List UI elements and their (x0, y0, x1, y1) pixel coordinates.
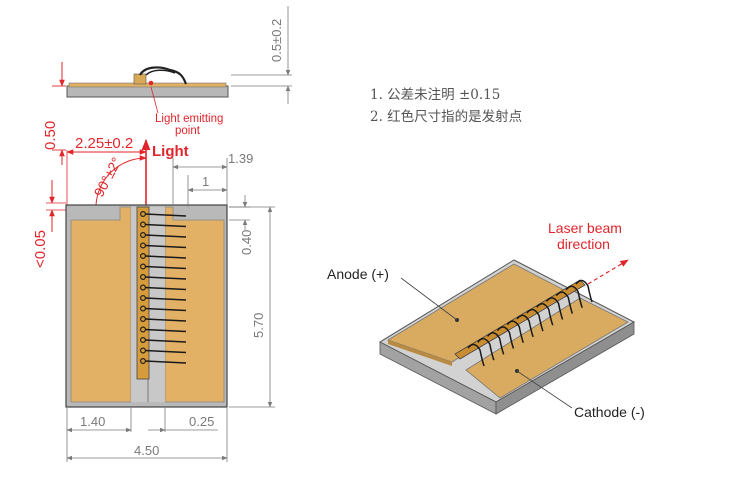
dim-025-label: 0.25 (189, 414, 214, 429)
note-1: 1. 公差未注明 ±0.15 (370, 87, 500, 103)
bond-pad (140, 358, 147, 365)
bond-wire (144, 339, 187, 343)
iso-view (378, 259, 636, 415)
bond-wire (144, 244, 187, 249)
anode-callout: Anode (+) (327, 266, 458, 321)
dim-570-label: 5.70 (251, 313, 266, 338)
iso-bond-wire (575, 279, 593, 303)
top-view-laser-chip (136, 206, 150, 380)
emit-callout: Light emitting point (150, 86, 223, 137)
bond-wire (144, 328, 187, 333)
top-view-anode-pad (70, 206, 132, 403)
iso-bond-wire (555, 291, 574, 314)
iso-bond-wire (477, 337, 495, 361)
side-view (66, 66, 229, 98)
cathode-label: Cathode (-) (574, 404, 645, 420)
bond-wire (144, 234, 187, 238)
bond-wire (144, 360, 187, 364)
top-view-bond-wires (140, 211, 187, 365)
dim-140-label: 1.40 (80, 414, 105, 429)
light-arrow: Light (141, 138, 189, 205)
dim-angle-label: 90°±2° (91, 155, 125, 200)
dim-050: 0.50 (42, 62, 66, 165)
top-view (65, 204, 228, 408)
bond-wire (144, 213, 187, 217)
bond-pad (140, 221, 147, 228)
bond-pad (140, 316, 147, 323)
anode-label: Anode (+) (327, 266, 389, 282)
dim-225: 2.25±0.2 (66, 135, 147, 205)
dim-top-clearance: 0.5±0.2 (231, 6, 292, 104)
laser-arrow: Laser beam direction (548, 220, 629, 285)
iso-bond-wires (467, 279, 593, 367)
iso-bond-wire (526, 308, 544, 332)
emit-point-marker (148, 80, 154, 86)
dim-top-clearance-label: 0.5±0.2 (269, 19, 284, 62)
bond-pad (140, 284, 147, 291)
dim-1: 1 (187, 174, 228, 207)
bond-wire (144, 349, 187, 354)
bond-wire (144, 318, 187, 322)
dim-040-label: 0.40 (239, 230, 254, 255)
cathode-callout: Cathode (-) (516, 370, 645, 420)
dim-1-label: 1 (202, 174, 209, 189)
dim-139-label: 1.39 (228, 151, 253, 166)
bond-pad (140, 347, 147, 354)
emit-label-line2: point (175, 125, 201, 137)
iso-bond-wire (506, 320, 524, 343)
bond-pad (140, 242, 147, 249)
dim-bottom: 1.40 0.25 4.50 (66, 408, 228, 462)
bond-wire (144, 255, 187, 259)
laser-label-line1: Laser beam (548, 220, 622, 236)
bond-pad (140, 274, 147, 281)
iso-bond-wire (487, 332, 505, 355)
dim-139: 1.39 (172, 151, 253, 205)
note-2: 2. 红色尺寸指的是发射点 (370, 108, 522, 125)
dim-lt005-label: <0.05 (32, 230, 49, 268)
side-view-pad (68, 82, 227, 88)
light-label: Light (152, 143, 189, 160)
bond-pad (140, 232, 147, 239)
iso-cathode-pad (465, 297, 629, 399)
bond-wire (144, 223, 187, 228)
bond-wire (144, 307, 187, 312)
dim-050-label: 0.50 (42, 121, 59, 150)
bond-wire (144, 286, 187, 291)
bond-pad (140, 253, 147, 260)
laser-label-line2: direction (557, 236, 610, 252)
bond-pad (140, 305, 147, 312)
side-view-chip (133, 73, 147, 85)
bond-wire (144, 265, 187, 270)
iso-bond-wire (545, 297, 564, 320)
side-view-wire (139, 66, 188, 85)
iso-bond-wire (565, 285, 583, 309)
bond-pad (140, 295, 147, 302)
iso-bond-wire (516, 314, 534, 338)
dim-lt005: <0.05 (32, 180, 66, 268)
iso-bond-wire (536, 303, 554, 326)
dim-angle: 90°±2° (91, 155, 147, 206)
dim-040: 0.40 (229, 195, 254, 255)
side-view-substrate (66, 85, 229, 98)
bond-wire (144, 276, 187, 280)
bond-pad (140, 337, 147, 344)
iso-bond-wire (496, 326, 515, 349)
iso-bond-wire (467, 343, 485, 367)
emit-label-line1: Light emitting (155, 113, 223, 125)
bond-pad (140, 211, 147, 218)
dim-225-label: 2.25±0.2 (75, 135, 133, 152)
bond-pad (140, 326, 147, 333)
dim-450-label: 4.50 (134, 443, 159, 458)
bond-wire (144, 297, 187, 301)
bond-pad (140, 263, 147, 270)
dim-570: 5.70 (229, 206, 275, 408)
